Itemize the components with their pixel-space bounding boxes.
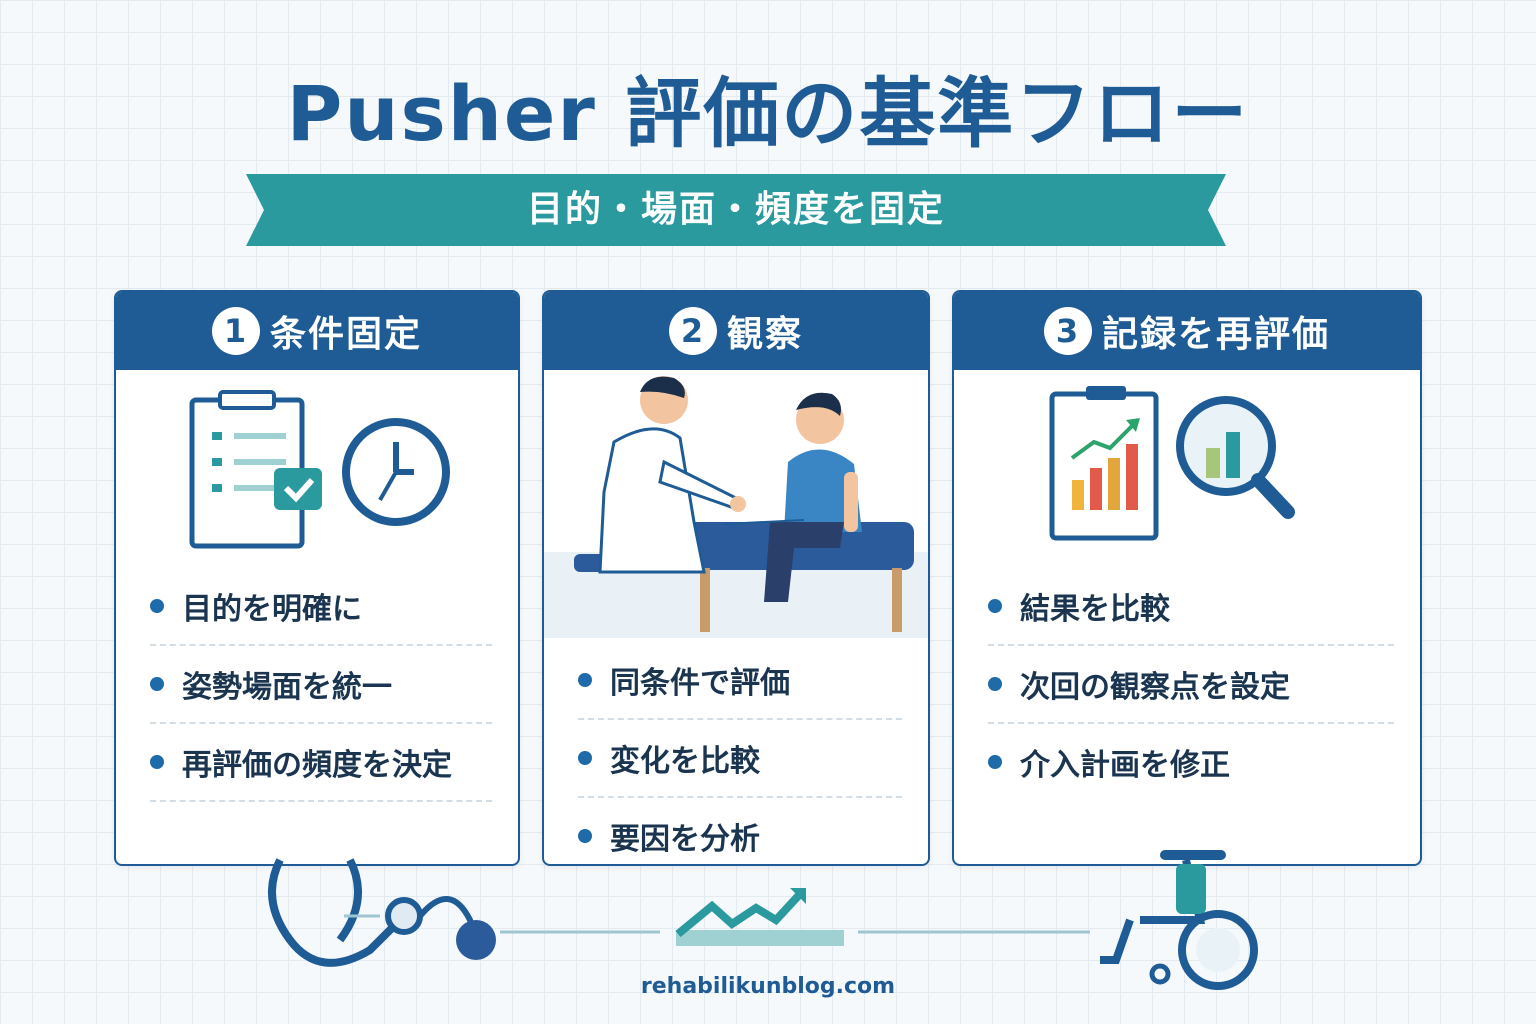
card-heading: 記録を再評価 xyxy=(1101,314,1330,355)
list-item: 変化を比較 xyxy=(578,720,902,798)
bullet-icon xyxy=(988,755,1002,769)
bullet-icon xyxy=(578,673,592,687)
card-header: 1 条件固定 xyxy=(116,292,518,370)
card-header: 2 観察 xyxy=(544,292,928,370)
subtitle-text: 目的・場面・頻度を固定 xyxy=(526,189,945,230)
bullet-icon xyxy=(988,599,1002,613)
list-item: 同条件で評価 xyxy=(578,642,902,720)
trend-arrow-icon xyxy=(675,888,844,946)
list-item: 再評価の頻度を決定 xyxy=(150,724,492,802)
list-item: 結果を比較 xyxy=(988,568,1394,646)
stethoscope-icon xyxy=(268,858,496,967)
card-observation: 2 観察 同条件で評価 変化を比較 要因を分析 xyxy=(542,290,930,866)
wheelchair-icon xyxy=(1100,850,1258,990)
clock-icon xyxy=(342,418,450,526)
item-list: 目的を明確に 姿勢場面を統一 再評価の頻度を決定 xyxy=(150,568,492,802)
chart-clipboard-icon xyxy=(1049,386,1295,541)
list-item: 介入計画を修正 xyxy=(988,724,1394,800)
list-item: 次回の観察点を設定 xyxy=(988,646,1394,724)
subtitle-ribbon: 目的・場面・頻度を固定 xyxy=(246,174,1226,246)
card-heading: 観察 xyxy=(726,314,803,355)
item-list: 同条件で評価 変化を比較 要因を分析 xyxy=(578,642,902,864)
bullet-icon xyxy=(150,677,164,691)
website-link[interactable]: rehabilikunblog.com xyxy=(640,974,896,999)
bullet-icon xyxy=(578,829,592,843)
footer-decoration xyxy=(268,850,1258,990)
card-header: 3 記録を再評価 xyxy=(954,292,1420,370)
magnifier-chart-icon xyxy=(1176,396,1295,519)
page-title: Pusher 評価の基準フロー xyxy=(286,69,1250,158)
card-record: 3 記録を再評価 結果を比較 次回の観察点を設定 介入計画を修正 xyxy=(952,290,1422,866)
card-heading: 条件固定 xyxy=(269,314,422,355)
step-number: 3 xyxy=(1043,307,1092,355)
clipboard-check-icon xyxy=(189,390,450,549)
bullet-icon xyxy=(150,599,164,613)
step-number: 1 xyxy=(211,307,260,355)
bullet-icon xyxy=(150,755,164,769)
bullet-icon xyxy=(578,751,592,765)
bullet-icon xyxy=(988,677,1002,691)
card-condition: 1 条件固定 目的を明確に 姿勢場面を統一 再評価の頻度を決定 xyxy=(114,290,520,866)
list-item: 要因を分析 xyxy=(578,798,902,864)
item-list: 結果を比較 次回の観察点を設定 介入計画を修正 xyxy=(988,568,1394,800)
therapist-patient-illustration xyxy=(544,376,928,638)
list-item: 姿勢場面を統一 xyxy=(150,646,492,724)
step-number: 2 xyxy=(668,307,717,355)
list-item: 目的を明確に xyxy=(150,568,492,646)
